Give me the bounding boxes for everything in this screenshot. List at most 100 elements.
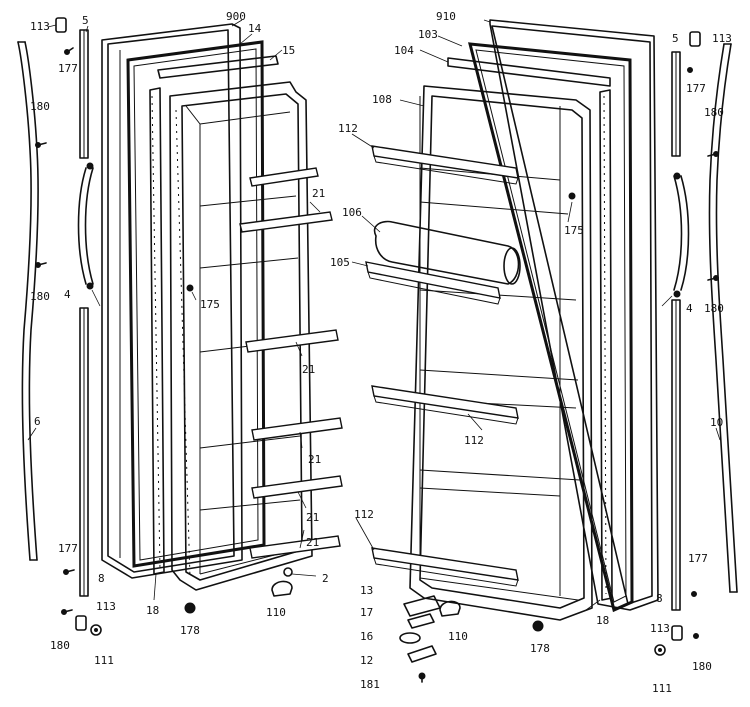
label-180-right-top: 180 [704, 106, 724, 119]
label-21-b: 21 [302, 363, 315, 376]
left-screw-180-top [35, 142, 47, 148]
label-8-left: 8 [98, 572, 105, 585]
left-cap-111 [90, 624, 102, 636]
label-178-right: 178 [530, 642, 550, 655]
right-cap-111 [654, 644, 666, 656]
dairy-compartment-106 [373, 220, 521, 285]
label-110-right: 110 [448, 630, 468, 643]
hinge-16 [399, 632, 421, 644]
label-8-right: 8 [656, 592, 663, 605]
right-door-handle [673, 172, 690, 298]
label-180-left-mid: 180 [30, 290, 50, 303]
label-112-top: 112 [338, 122, 358, 135]
right-screw-177-bottom [691, 591, 697, 597]
left-cap-113-top [55, 17, 67, 33]
left-door-shelf-2 [239, 211, 333, 233]
label-12: 12 [360, 654, 373, 667]
left-door-shelf-5 [251, 475, 343, 499]
right-screw-180-bottom [693, 633, 699, 639]
label-108: 108 [372, 93, 392, 106]
right-lower-trim-strip [671, 299, 681, 611]
label-2: 2 [322, 572, 329, 585]
label-6: 6 [34, 415, 41, 428]
label-4-left: 4 [64, 288, 71, 301]
left-hinge-cover-110 [271, 580, 293, 597]
label-177-left-bottom: 177 [58, 542, 78, 555]
part-labels: 113 5 177 180 180 4 6 177 8 113 180 111 … [30, 10, 732, 695]
right-door-shelf-top [371, 145, 519, 185]
label-18-right: 18 [596, 614, 609, 627]
label-14: 14 [248, 22, 262, 35]
label-110-left: 110 [266, 606, 286, 619]
left-hinge-pin-2 [283, 567, 293, 577]
label-112-middle: 112 [464, 434, 484, 447]
left-screw-175 [186, 284, 194, 292]
label-180-right-mid: 180 [704, 302, 724, 315]
label-104: 104 [394, 44, 414, 57]
label-113-left-bottom: 113 [96, 600, 116, 613]
label-21-a: 21 [312, 187, 325, 200]
right-bumper-178 [532, 620, 544, 632]
left-door-shelf-1 [249, 167, 319, 187]
label-175-right: 175 [564, 224, 584, 237]
label-21-e: 21 [306, 536, 319, 549]
left-lower-trim-strip [79, 307, 89, 597]
right-screw-180-mid [707, 275, 719, 281]
label-4-right: 4 [686, 302, 693, 315]
left-screw-177-bottom [63, 569, 75, 575]
label-180-left-top: 180 [30, 100, 50, 113]
label-17: 17 [360, 606, 373, 619]
label-106: 106 [342, 206, 362, 219]
right-cap-113-bottom [671, 625, 683, 641]
label-113-right-bottom: 113 [650, 622, 670, 635]
left-door-gasket [126, 40, 266, 568]
left-breaker-strip [149, 55, 279, 575]
left-upper-trim-strip [79, 29, 89, 159]
label-21-d: 21 [306, 511, 319, 524]
label-13: 13 [360, 584, 373, 597]
right-door-liner [409, 85, 593, 621]
label-111-right: 111 [652, 682, 672, 695]
hinge-shim-17 [407, 613, 435, 629]
left-door-handle [77, 162, 94, 290]
right-cap-113-top [689, 31, 701, 47]
label-5-left: 5 [82, 14, 89, 27]
right-screw-180-top [707, 151, 719, 157]
left-door-shelf-6 [249, 535, 341, 559]
right-hinge-cover-110 [439, 600, 461, 617]
label-113-left-top: 113 [30, 20, 50, 33]
label-103: 103 [418, 28, 438, 41]
left-door-outer-panel [101, 23, 243, 579]
label-181: 181 [360, 678, 380, 691]
right-handle-trim [708, 43, 738, 593]
right-door-shelf-middle [371, 385, 519, 425]
label-177-right-top: 177 [686, 82, 706, 95]
right-breaker-strip [447, 57, 613, 601]
left-screw-180-mid [35, 262, 47, 268]
label-180-right-bottom: 180 [692, 660, 712, 673]
left-door-shelf-3 [245, 329, 339, 353]
label-178-left: 178 [180, 624, 200, 637]
hinge-12 [407, 645, 437, 663]
label-21-c: 21 [308, 453, 321, 466]
label-177-left-top: 177 [58, 62, 78, 75]
label-16: 16 [360, 630, 373, 643]
right-screw-177-top [687, 67, 693, 73]
label-10: 10 [710, 416, 723, 429]
right-door-shelf-bottom [371, 547, 519, 587]
screw-181 [418, 672, 426, 683]
label-900: 900 [226, 10, 246, 23]
label-15: 15 [282, 44, 295, 57]
dairy-shelf-105 [365, 261, 501, 305]
label-105: 105 [330, 256, 350, 269]
label-18-left: 18 [146, 604, 159, 617]
label-180-left-bottom: 180 [50, 639, 70, 652]
label-112-bottom: 112 [354, 508, 374, 521]
label-113-right-top: 113 [712, 32, 732, 45]
label-175-left: 175 [200, 298, 220, 311]
right-screw-175 [568, 192, 576, 200]
label-177-right-bottom: 177 [688, 552, 708, 565]
leader-lines [27, 19, 721, 611]
label-910: 910 [436, 10, 456, 23]
